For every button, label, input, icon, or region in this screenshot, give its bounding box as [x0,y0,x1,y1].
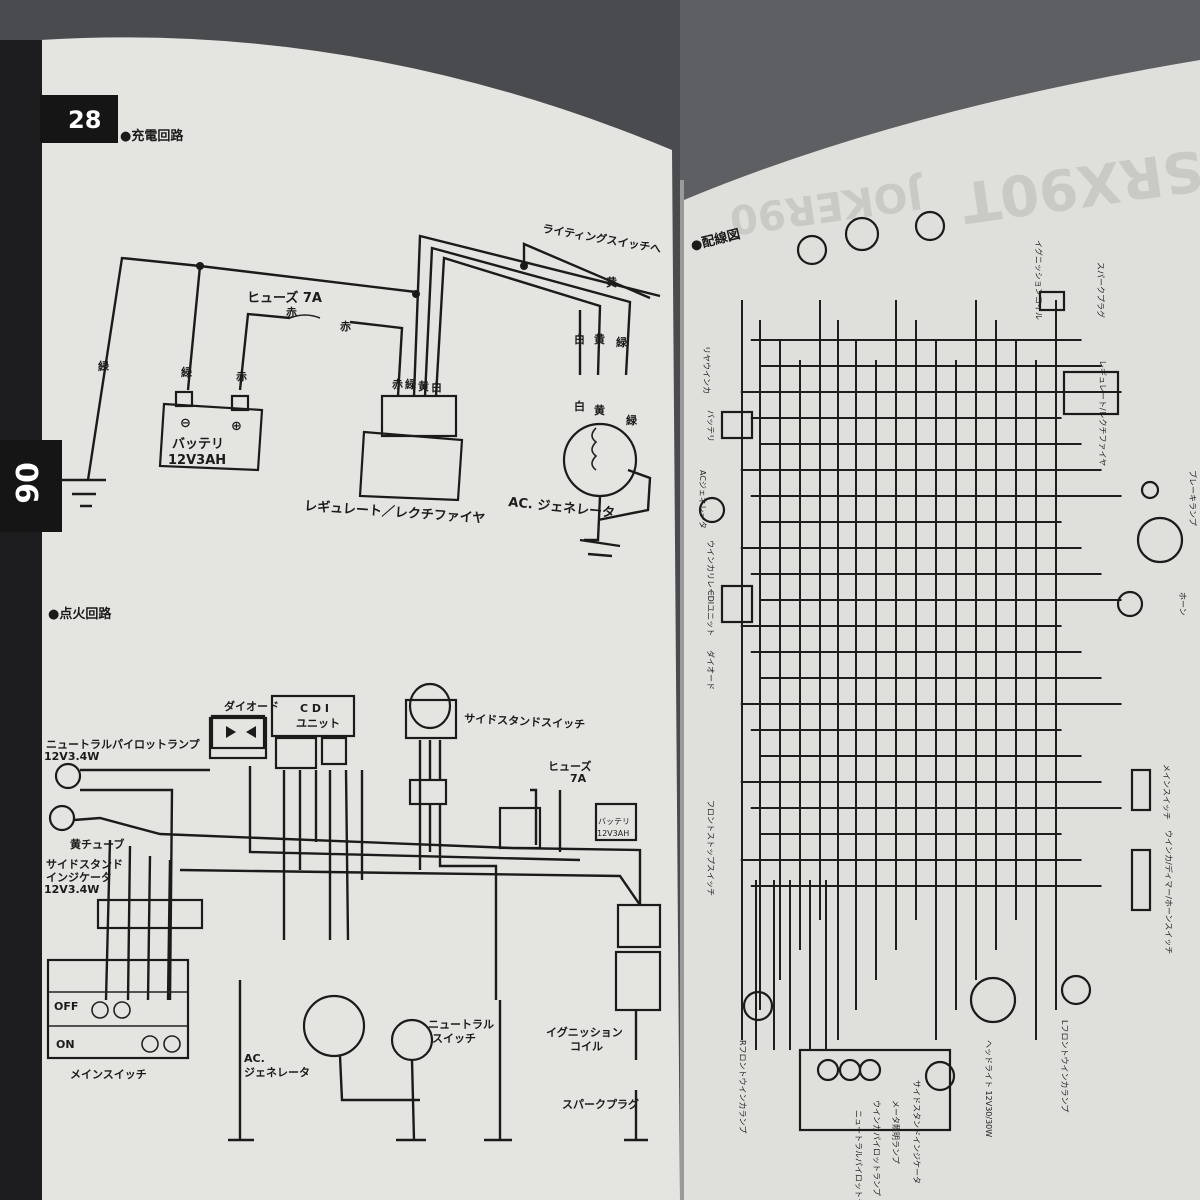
neutral-lamp-label: ニュートラルパイロットランプ [46,737,201,751]
wire-color: 赤 [392,377,403,391]
ignition-coil-label-2: コイル [570,1040,603,1053]
component-label: サイドスタンドインジケータ [912,1080,921,1184]
component-label: フロントストップスイッチ [706,800,715,896]
main-switch-label: メインスイッチ [70,1068,147,1081]
wire-color: 緑 [98,359,110,373]
right-page [684,60,1200,1200]
side-stand-indicator-label-2: インジケータ [46,871,112,884]
page-number: 28 [68,106,101,134]
wire-color: 緑 [626,413,638,427]
wire-color: 赤 [340,319,351,333]
spark-plug-label: スパークプラグ [562,1097,639,1111]
charging-circuit-title: ●充電回路 [120,128,184,144]
component-label: CDIユニット [706,590,715,636]
component-label: ウインカリレー [706,540,715,596]
wire-color: 緑 [181,365,193,379]
fuse-label: ヒューズ 7A [247,290,322,306]
component-label: スパークプラグ [1096,262,1106,318]
component-label: ダイオード [706,650,716,690]
wire-color: 黄 [594,403,605,417]
wire-color: 緑 [616,335,628,349]
page-number-tab [40,95,118,143]
section-tab [0,440,62,532]
battery-label: バッテリ [172,437,224,452]
component-label: リヤウインカ [702,346,711,394]
wire-color: 黄 [606,275,617,289]
wire-color: 赤 [236,369,247,383]
component-label: ウインカ/ディマー/ホーンスイッチ [1164,830,1174,954]
battery-spec: 12V3AH [168,453,226,468]
side-stand-indicator-spec: 12V3.4W [44,883,99,896]
battery-minus: ⊖ [180,416,191,431]
ignition-fuse-spec: 7A [570,772,587,785]
component-label: イグニッションコイル [1034,240,1044,320]
diode-label: ダイオード [224,699,279,713]
ignition-coil-label-1: イグニッション [546,1025,623,1039]
ig-generator-label-1: AC. [244,1052,265,1065]
side-stand-indicator-label-1: サイドスタンド [46,858,123,871]
wire-color: 白 [431,380,442,394]
wire-color: 黄 [594,332,605,346]
ignition-fuse-label: ヒューズ [548,759,591,773]
ignition-circuit: ダイオード C D I ユニット サイドスタンドスイッチ ニュートラルパイロット… [44,682,662,1142]
ignition-battery-spec: 12V3AH [597,829,629,838]
component-label: メータ照明ランプ [891,1100,900,1164]
side-stand-switch-label: サイドスタンドスイッチ [464,712,586,731]
section-tab-label: 06 [8,462,43,504]
component-label: レギュレート/レクチファイヤ [1098,360,1107,466]
component-label: バッテリ [706,410,715,442]
right-page-components [698,210,1184,1132]
yellow-tube-label: 黄チューブ [70,837,124,851]
wire-color: 黄 [418,379,429,393]
main-switch-on: ON [56,1038,75,1051]
component-label: ホーン [1178,592,1187,616]
main-switch-off: OFF [54,1000,78,1013]
component-label: ブレーキランプ [1188,470,1198,526]
component-label: メインスイッチ [1162,764,1171,820]
wire-color: 赤 [286,305,297,319]
cdi-label-2: ユニット [296,717,340,730]
wiring-diagram [740,300,1122,1050]
component-label: ヘッドライト 12V30/30W [984,1040,993,1137]
wire-color: 白 [574,399,585,413]
left-page [40,37,680,1200]
component-label: ニュートラルパイロットランプ [854,1110,863,1200]
cdi-label-1: C D I [300,702,329,715]
component-label: Rフロントウインカランプ [738,1040,747,1133]
ignition-battery-label: バッテリ [598,817,630,826]
component-label: Lフロントウインカランプ [1060,1020,1069,1112]
wire-color: 緑 [405,377,417,391]
neutral-lamp-spec: 12V3.4W [44,750,99,763]
component-label: ウインカパイロットランプ [872,1100,881,1196]
book-edge [0,40,42,1200]
battery-plus: ⊕ [231,419,242,434]
neutral-switch-label-1: ニュートラル [428,1018,494,1031]
component-label: ACジェネレータ [698,470,707,529]
wire-color: 白 [574,332,585,346]
neutral-switch-label-2: スイッチ [432,1032,476,1045]
right-page-labels: Rフロントウインカランプ ニュートラルパイロットランプ ウインカパイロットランプ… [698,240,1198,1200]
ignition-circuit-title: ●点火回路 [48,606,112,622]
ig-generator-label-2: ジェネレータ [244,1066,310,1079]
